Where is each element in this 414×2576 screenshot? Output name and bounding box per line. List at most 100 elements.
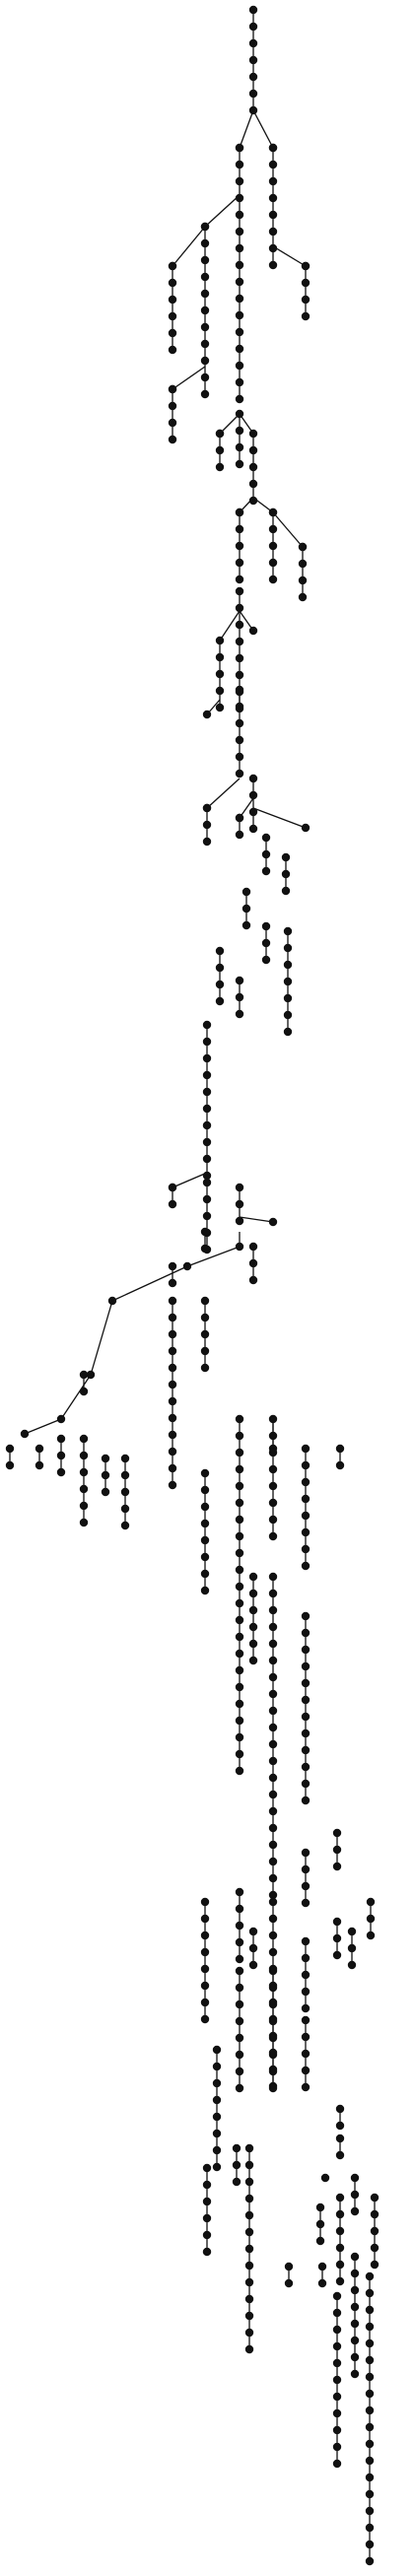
- tree-node: [215, 686, 225, 696]
- tree-node: [370, 2243, 380, 2253]
- tree-node: [235, 1954, 244, 1964]
- tree-node: [202, 2230, 212, 2240]
- tree-node: [235, 2033, 244, 2043]
- tree-node: [365, 2322, 375, 2332]
- tree-node: [301, 1628, 310, 1638]
- tree-edge: [252, 807, 307, 829]
- tree-node: [335, 2276, 345, 2286]
- tree-node: [332, 1950, 342, 1960]
- tree-node: [168, 401, 177, 411]
- tree-node: [248, 445, 258, 455]
- tree-node: [248, 496, 258, 506]
- tree-node: [268, 1639, 278, 1649]
- tree-node: [212, 2162, 222, 2172]
- tree-node: [350, 2302, 360, 2312]
- tree-node: [248, 790, 258, 800]
- tree-node: [235, 459, 244, 469]
- tree-node: [168, 1329, 177, 1339]
- tree-node: [335, 2150, 345, 2160]
- tree-node: [212, 2095, 222, 2105]
- tree-node: [350, 2336, 360, 2345]
- tree-node: [268, 1890, 278, 1900]
- tree-node: [200, 305, 210, 315]
- tree-node: [235, 1464, 244, 1474]
- tree-node: [281, 852, 291, 862]
- tree-node: [366, 1931, 376, 1940]
- tree-node: [235, 1904, 244, 1914]
- tree-node: [268, 541, 278, 551]
- tree-node: [235, 1498, 244, 1508]
- tree-node: [215, 946, 225, 956]
- tree-node: [268, 1756, 278, 1766]
- tree-node: [79, 1518, 89, 1527]
- tree-node: [215, 462, 225, 472]
- tree-node: [248, 22, 258, 32]
- tree-node: [248, 5, 258, 15]
- tree-node: [235, 409, 244, 419]
- tree-node: [232, 2177, 242, 2187]
- tree-node: [283, 960, 293, 970]
- tree-node: [268, 1931, 278, 1940]
- tree-node: [235, 176, 244, 186]
- tree-node: [202, 1020, 212, 1030]
- tree-node: [244, 2244, 254, 2254]
- tree-node: [86, 1370, 96, 1380]
- tree-node: [301, 1477, 310, 1487]
- tree-node: [202, 1211, 212, 1221]
- tree-node: [200, 1981, 210, 1991]
- tree-edge: [111, 1265, 188, 1302]
- tree-node: [301, 261, 310, 271]
- tree-node: [347, 1960, 357, 1970]
- tree-node: [248, 1605, 258, 1615]
- tree-node: [168, 1313, 177, 1322]
- tree-node: [34, 1444, 44, 1454]
- tree-node: [301, 2032, 310, 2042]
- tree-node: [235, 243, 244, 253]
- tree-node: [268, 1689, 278, 1699]
- tree-node: [268, 1572, 278, 1582]
- tree-node: [215, 703, 225, 712]
- tree-node: [200, 1519, 210, 1528]
- tree-node: [248, 1589, 258, 1598]
- tree-node: [235, 1242, 244, 1252]
- tree-edge: [186, 1246, 241, 1267]
- tree-node: [235, 327, 244, 337]
- tree-node: [168, 261, 177, 271]
- tree-node: [268, 2083, 278, 2093]
- tree-node: [235, 294, 244, 304]
- tree-node: [79, 1484, 89, 1494]
- tree-node: [298, 592, 308, 602]
- tree-node: [215, 980, 225, 989]
- tree-node: [235, 702, 244, 712]
- tree-node: [284, 2262, 294, 2271]
- tree-node: [168, 1183, 177, 1192]
- tree-node: [350, 2369, 360, 2379]
- tree-node: [268, 1656, 278, 1665]
- tree-node: [370, 2226, 380, 2236]
- tree-node: [244, 2261, 254, 2271]
- tree-node: [268, 1914, 278, 1924]
- tree-node: [301, 1645, 310, 1655]
- tree-node: [244, 2210, 254, 2220]
- tree-node: [268, 1217, 278, 1227]
- tree-node: [200, 1329, 210, 1339]
- tree-node: [298, 559, 308, 569]
- tree-node: [301, 1460, 310, 1470]
- tree-node: [235, 653, 244, 663]
- tree-node: [261, 849, 271, 859]
- tree-node: [235, 1582, 244, 1592]
- tree-node: [235, 718, 244, 728]
- tree-node: [301, 1762, 310, 1772]
- tree-node: [370, 2260, 380, 2270]
- tree-node: [235, 1548, 244, 1558]
- tree-node: [168, 1480, 177, 1490]
- tree-node: [168, 345, 177, 355]
- tree-node: [235, 1665, 244, 1675]
- tree-node: [332, 2442, 342, 2452]
- tree-node: [202, 2163, 212, 2173]
- tree-node: [235, 1009, 244, 1019]
- tree-node: [335, 2104, 345, 2114]
- tree-node: [34, 1460, 44, 1470]
- tree-node: [268, 1706, 278, 1716]
- tree-node: [268, 575, 278, 584]
